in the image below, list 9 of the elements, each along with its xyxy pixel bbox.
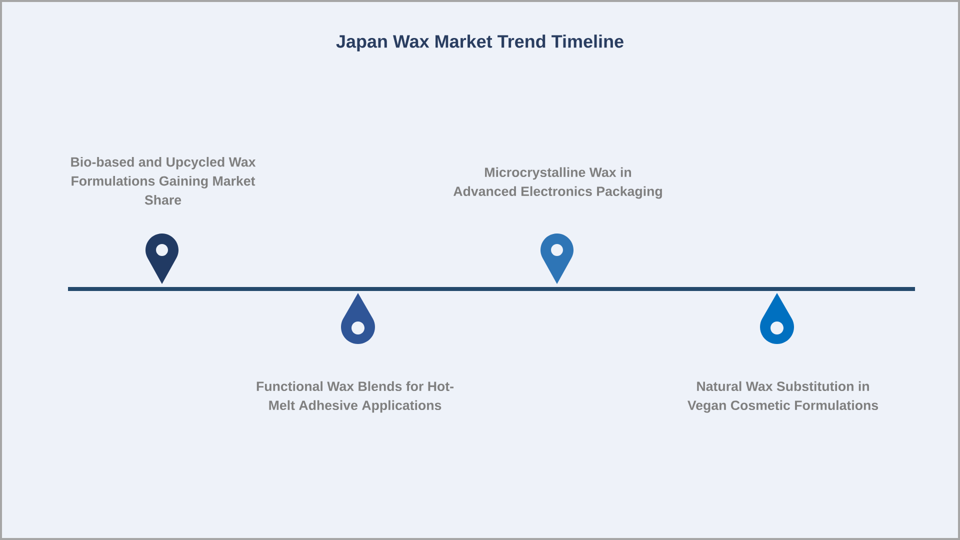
milestone-label: Functional Wax Blends for Hot-Melt Adhesive Applications [256, 381, 454, 413]
milestone-label: Microcrystalline Wax in Advanced Electronics Packaging [454, 167, 662, 199]
map-pin-icon [146, 234, 178, 284]
drop-icon [760, 293, 794, 344]
milestone-label: Bio-based and Upcycled Wax Formulations Gaining Market Share [71, 156, 256, 205]
milestone-label: Natural Wax Substitution in Vegan Cosmetic Formulations [688, 381, 878, 413]
map-pin-icon [540, 234, 574, 284]
title: Japan Wax Market Trend Timeline [336, 34, 624, 52]
drop-icon [341, 293, 375, 344]
